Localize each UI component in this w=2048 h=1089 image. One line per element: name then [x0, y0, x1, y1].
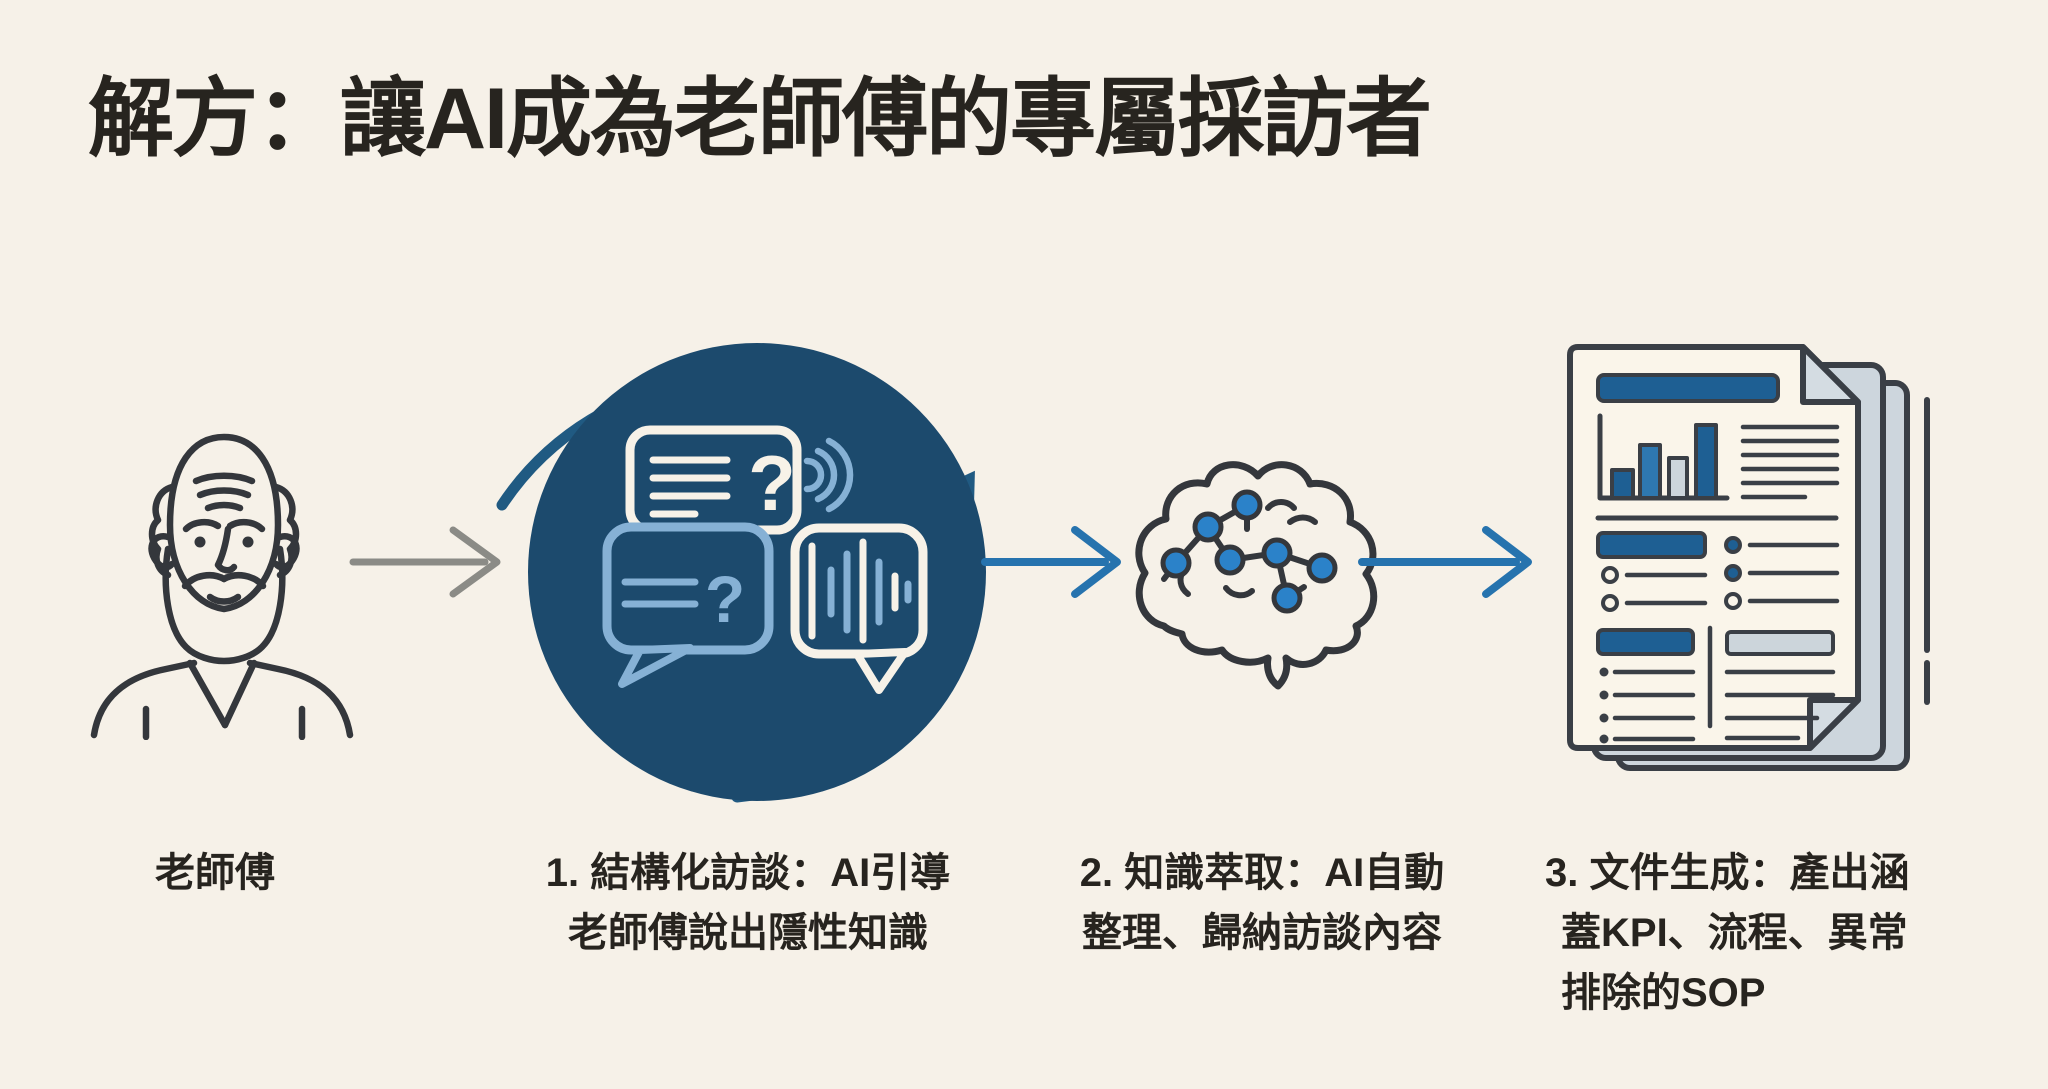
caption-step2: 2. 知識萃取：AI自動 整理、歸納訪談內容 [1012, 843, 1512, 963]
doc-section-bar [1596, 628, 1695, 656]
doc-gray-box [1725, 630, 1835, 656]
caption-line: 蓋KPI、流程、異常 [1561, 911, 1908, 955]
caption-line: 排除的SOP [1561, 971, 1766, 1015]
interview-circle-icon: ? ? [455, 270, 1055, 870]
page-title: 解方：讓AI成為老師傅的專屬採訪者 [88, 71, 1432, 167]
chat-bubble-bottom-left-icon: ? [602, 522, 774, 688]
flow-arrow-1 [345, 520, 515, 605]
caption-master: 老師傅 [65, 843, 365, 903]
fold-top-right [1800, 344, 1861, 405]
doc-title-bar [1596, 373, 1780, 403]
master-craftsman-icon [82, 425, 362, 740]
caption-line: 1. 結構化訪談：AI引導 [545, 851, 951, 895]
brain-network-icon [1128, 452, 1396, 704]
documents-stack-icon [1555, 330, 1955, 800]
voice-bubble-icon [790, 523, 928, 694]
caption-step3: 3. 文件生成：產出涵 蓋KPI、流程、異常 排除的SOP [1545, 843, 1985, 1023]
network-nodes [1160, 489, 1338, 614]
caption-line: 老師傅說出隱性知識 [568, 911, 928, 955]
caption-line: 整理、歸納訪談內容 [1082, 911, 1442, 955]
fold-bottom-right [1807, 697, 1861, 751]
caption-line: 3. 文件生成：產出涵 [1545, 851, 1910, 895]
caption-line: 老師傅 [155, 851, 275, 895]
caption-step1: 1. 結構化訪談：AI引導 老師傅說出隱性知識 [478, 843, 1018, 963]
question-mark-bottom: ? [705, 562, 745, 636]
question-mark-top: ? [748, 439, 796, 527]
flow-arrow-2 [975, 520, 1135, 605]
doc-subheader-bar [1596, 531, 1707, 559]
caption-line: 2. 知識萃取：AI自動 [1079, 851, 1445, 895]
flow-arrow-3 [1358, 520, 1538, 605]
sound-wave-icon [803, 437, 854, 513]
